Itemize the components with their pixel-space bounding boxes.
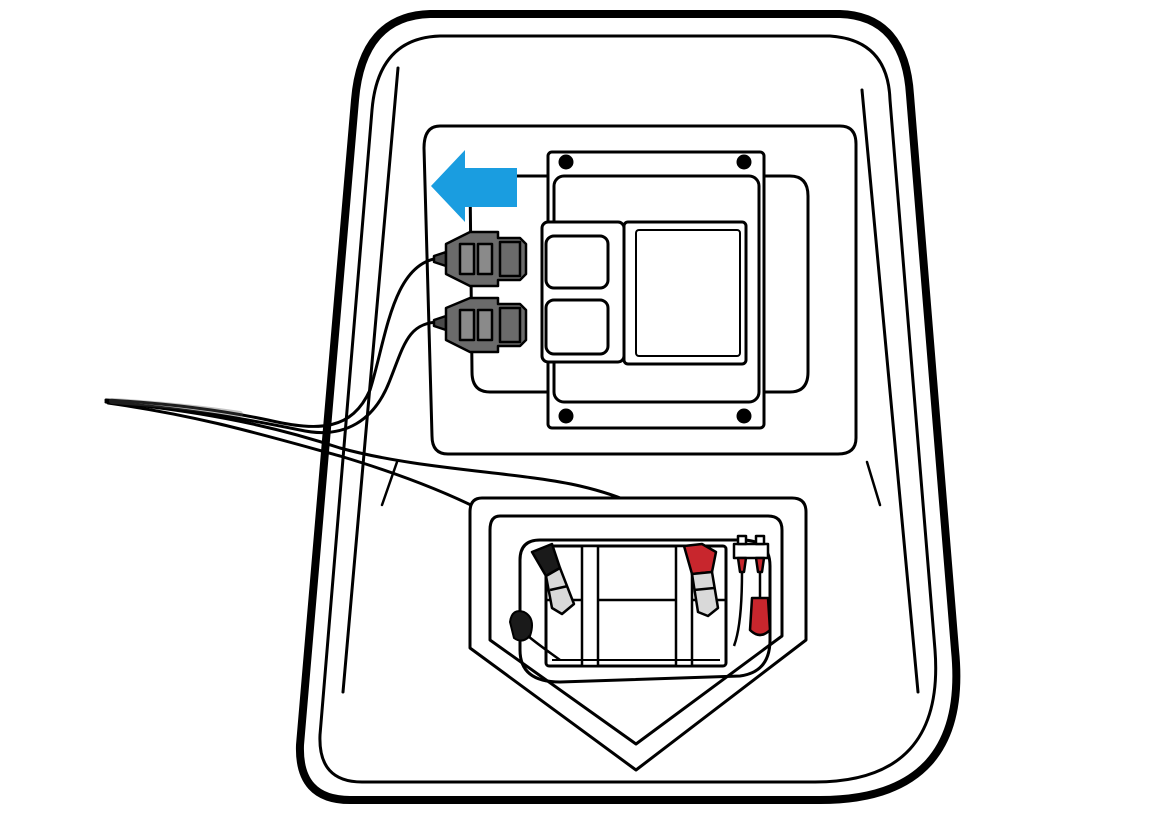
battery-icon [544, 544, 728, 668]
fuse-block-pin-right [754, 534, 766, 546]
plug-lower-rib-2 [476, 308, 494, 342]
fuse-connector-left [736, 556, 748, 574]
module-body-face [635, 229, 741, 357]
fuse-cap [748, 596, 772, 637]
battery-strap-left [580, 544, 600, 668]
terminal-boot [508, 610, 561, 662]
unplug-arrow-shape [431, 150, 517, 222]
housing-lower-right-line [865, 460, 882, 507]
plug-lower-collar [432, 314, 448, 332]
unplug-arrow-icon [431, 150, 517, 222]
terminal-boot-lead [527, 635, 561, 662]
plug-lower [432, 296, 528, 354]
fuse-connector-right [754, 556, 766, 574]
negative-clamp [530, 542, 576, 616]
cable-to-lower-plug [104, 320, 442, 435]
negative-clamp-jaw [544, 566, 576, 616]
negative-clamp-pivot [549, 584, 569, 592]
socket-lower [544, 298, 610, 356]
power-plug-icon [432, 230, 528, 354]
housing-lower-left-line [380, 460, 399, 507]
plug-lower-tip [498, 306, 522, 344]
positive-clamp-grip [682, 542, 718, 576]
plug-upper [432, 230, 528, 288]
compartment-inner-frame [488, 514, 784, 746]
bracket-screw-top-right [736, 154, 752, 170]
plug-upper-rib-2 [476, 242, 494, 276]
positive-clamp-pivot [693, 586, 715, 592]
plug-upper-rib-1 [458, 242, 476, 276]
upper-panel-inner-plate [468, 174, 810, 394]
battery-clamp-icon [530, 542, 720, 618]
terminal-boot-cap [508, 610, 533, 642]
positive-clamp-jaw [690, 570, 720, 618]
cable-shadow [109, 398, 243, 417]
socket-upper [544, 234, 610, 290]
fuse-block [732, 542, 770, 560]
fuse-lead [732, 571, 744, 647]
cable-to-upper-plug [104, 256, 442, 428]
bracket-screw-top-left [558, 154, 574, 170]
plug-lower-rib-1 [458, 308, 476, 342]
plug-upper-collar [432, 250, 448, 268]
bracket-screw-bottom-left [558, 408, 574, 424]
battery-tray [518, 538, 772, 684]
housing-right-edge [860, 88, 920, 694]
charging-module [540, 150, 766, 430]
positive-clamp [682, 542, 720, 618]
bracket-screw-bottom-right [736, 408, 752, 424]
fuse-holder-icon [732, 534, 772, 647]
housing-left-edge [341, 66, 400, 694]
fuse-block-pin-left [736, 534, 748, 546]
plug-upper-tip [498, 240, 522, 278]
housing-inner-rim [318, 34, 938, 784]
